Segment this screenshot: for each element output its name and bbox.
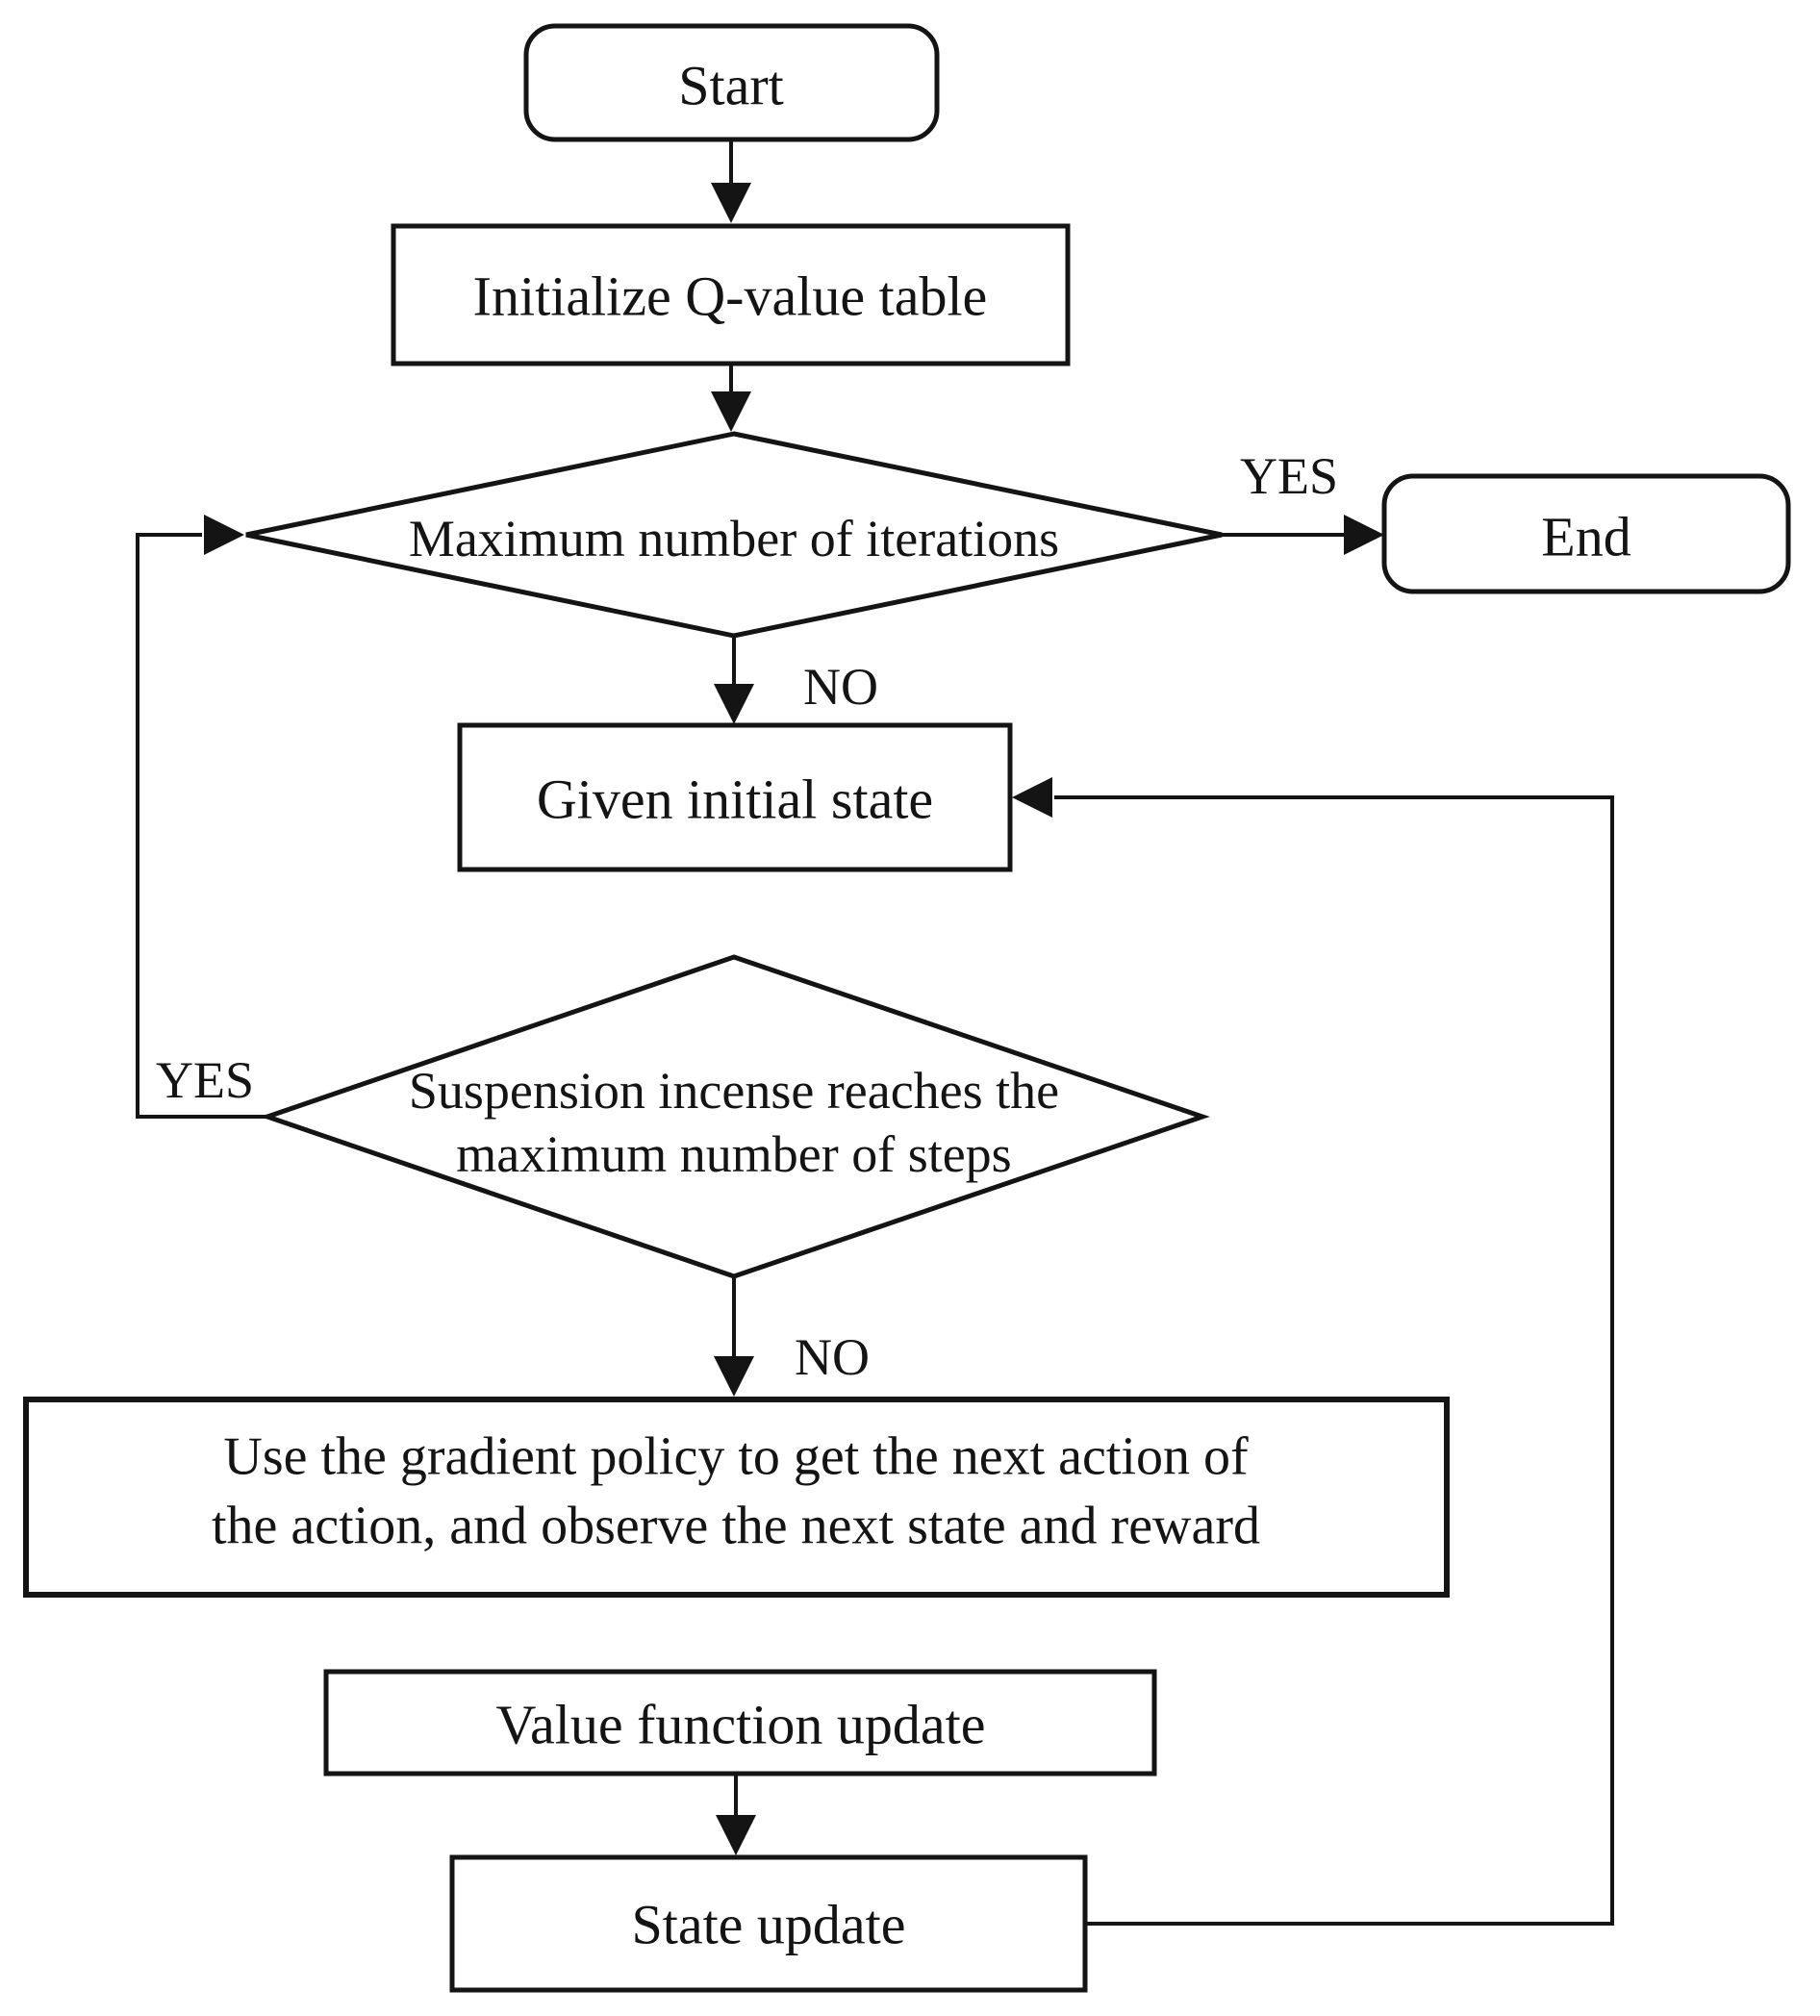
max-iterations-yes-label: YES [1240, 447, 1338, 505]
initialize-q-table-node [391, 223, 1071, 366]
flow-arrow-suspension-to-policy [714, 1276, 754, 1397]
suspension-yes-label: YES [156, 1051, 254, 1109]
max-iterations-label: Maximum number of iterations [409, 510, 1059, 567]
value-function-update-label: Value function update [496, 1693, 986, 1755]
flow-arrow-initialize-to-decision [711, 364, 751, 432]
initialize-q-table-label: Initialize Q-value table [473, 265, 988, 327]
value-function-update-node [323, 1669, 1157, 1777]
start-label: Start [678, 54, 784, 116]
flow-arrow-decision-to-end [1222, 515, 1384, 555]
loop-arrow-state-update-to-given-state [1012, 777, 1614, 1926]
suspension-no-label: NO [795, 1328, 870, 1386]
state-update-node [449, 1854, 1088, 1993]
gradient-policy-label-line2: the action, and observe the next state a… [212, 1497, 1260, 1556]
flow-arrow-value-update-to-state-update [716, 1774, 756, 1855]
state-update-label: State update [631, 1893, 905, 1955]
gradient-policy-label-line1: Use the gradient policy to get the next … [223, 1427, 1249, 1487]
suspension-label-line1: Suspension incense reaches the [409, 1062, 1059, 1120]
given-initial-state-node [457, 722, 1013, 872]
end-node [1381, 473, 1791, 594]
gradient-policy-node [23, 1397, 1450, 1598]
given-initial-state-label: Given initial state [537, 768, 933, 830]
flow-arrow-start-to-initialize [711, 140, 751, 223]
start-node [523, 23, 940, 142]
loop-arrow-suspension-to-max-iterations [136, 515, 267, 1119]
max-iterations-no-label: NO [803, 658, 878, 716]
flow-arrow-decision-to-given-state [714, 636, 754, 724]
suspension-label-line2: maximum number of steps [456, 1125, 1011, 1183]
end-label: End [1541, 505, 1630, 567]
